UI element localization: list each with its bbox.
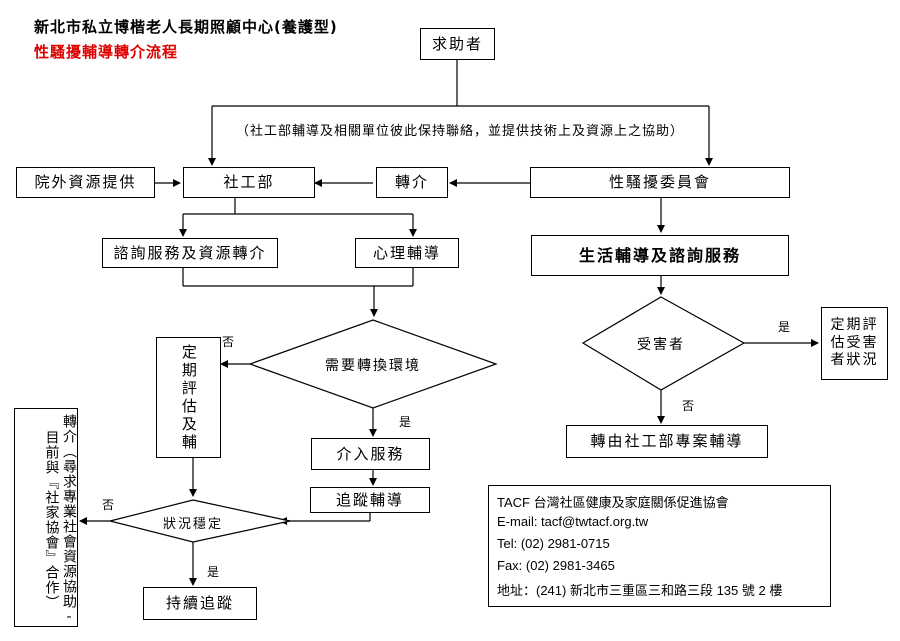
label-no: 否 (682, 399, 695, 413)
node-intervention: 介入服務 (311, 438, 430, 470)
node-stable: 狀況穩定 (162, 517, 223, 532)
contact-org: TACF 台灣社區健康及家庭關係促進協會 (497, 495, 729, 510)
label-yes: 是 (399, 415, 412, 429)
node-victim: 受害者 (637, 337, 685, 353)
page-subtitle: 性騷擾輔導轉介流程 (34, 43, 179, 61)
label-yes: 是 (778, 320, 791, 334)
node-help-seeker: 求助者 (420, 28, 495, 60)
contact-tel: Tel: (02) 2981-0715 (497, 536, 610, 551)
node-periodic-eval: 定期評估及輔 (156, 337, 221, 458)
label-no: 否 (102, 498, 115, 512)
label-yes: 是 (207, 565, 220, 579)
node-continue-tracking: 持續追蹤 (143, 587, 257, 620)
node-social-work: 社工部 (183, 167, 315, 198)
node-external-resources: 院外資源提供 (16, 167, 155, 198)
node-life-guidance: 生活輔導及諮詢服務 (531, 235, 789, 276)
contact-fax: Fax: (02) 2981-3465 (497, 558, 615, 573)
node-tracking: 追蹤輔導 (310, 487, 430, 513)
label-no: 否 (222, 335, 235, 349)
node-referral-case: 轉由社工部專案輔導 (566, 425, 768, 458)
contact-info-box: TACF 台灣社區健康及家庭關係促進協會 E-mail: tacf@twtacf… (488, 485, 831, 607)
contact-email: E-mail: tacf@twtacf.org.tw (497, 514, 649, 529)
node-referral: 轉介 (376, 167, 448, 198)
node-referral-resource: 轉介（尋求專業社會資源協助-目前與『社家協會』合作） (14, 408, 78, 627)
node-need-transfer: 需要轉換環境 (325, 358, 421, 374)
page-title: 新北市私立博楷老人長期照顧中心(養護型) (34, 18, 338, 36)
node-counseling: 心理輔導 (355, 238, 459, 268)
contact-address: 地址：(241) 新北市三重區三和路三段 135 號 2 樓 (497, 583, 783, 598)
node-note: （社工部輔導及相關單位彼此保持聯絡，並提供技術上及資源上之協助） (236, 124, 685, 139)
node-consultation: 諮詢服務及資源轉介 (102, 238, 278, 268)
node-periodic-eval-victim: 定期評估受害者狀況 (821, 307, 888, 380)
node-committee: 性騷擾委員會 (530, 167, 790, 198)
